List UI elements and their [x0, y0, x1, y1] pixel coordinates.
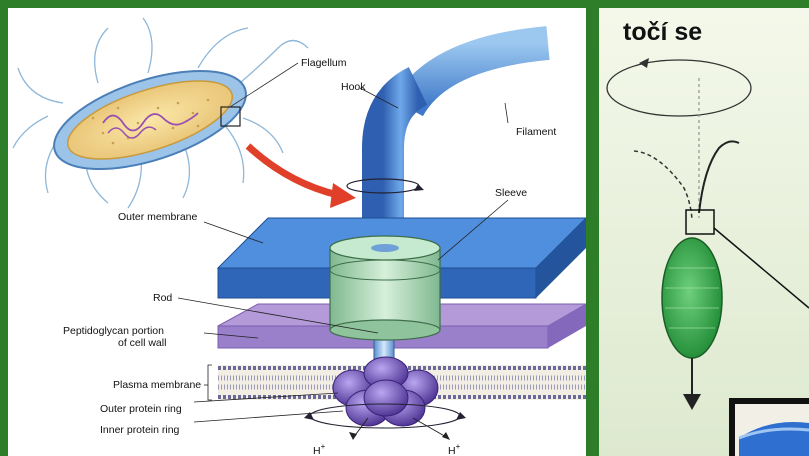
label-filament: Filament: [516, 126, 556, 138]
label-peptidoglycan-line2: of cell wall: [118, 337, 166, 349]
label-proton-right: H+: [448, 442, 461, 456]
label-outer-membrane: Outer membrane: [118, 211, 198, 223]
sleeve-shape: [330, 236, 440, 340]
label-proton-left: H+: [313, 442, 326, 456]
cell-body: [662, 238, 722, 358]
flagellum-diagram: Flagellum Hook Filament Sleeve Outer mem…: [8, 8, 586, 456]
rotation-title: točí se: [623, 18, 702, 47]
label-hook: Hook: [341, 81, 366, 93]
label-sleeve: Sleeve: [495, 187, 527, 199]
flagellum-solid: [699, 141, 739, 213]
label-plasma-membrane: Plasma membrane: [113, 379, 201, 391]
rotating-cell-illustration: [599, 8, 809, 456]
movement-arrow-head: [683, 394, 701, 410]
label-flagellum: Flagellum: [301, 57, 347, 69]
flagellum-dashed: [634, 151, 692, 220]
hook-shape: [383, 86, 418, 233]
zoom-arrow: [248, 146, 338, 195]
zoom-line: [714, 228, 809, 308]
filament-shape: [408, 43, 548, 108]
rotation-arrow-head: [639, 58, 649, 68]
inset-preview: [729, 398, 809, 456]
label-outer-protein-ring: Outer protein ring: [100, 403, 182, 415]
flagellum-diagram-panel: Flagellum Hook Filament Sleeve Outer mem…: [8, 8, 586, 456]
label-rod: Rod: [153, 292, 172, 304]
bacterium-illustration: [13, 18, 308, 208]
zoom-box: [686, 210, 714, 234]
label-inner-protein-ring: Inner protein ring: [100, 424, 180, 436]
label-peptidoglycan-line1: Peptidoglycan portion: [63, 325, 164, 337]
zoom-arrow-head: [330, 183, 356, 208]
rotation-loop: [607, 60, 751, 116]
rotation-panel: točí se: [599, 8, 809, 456]
